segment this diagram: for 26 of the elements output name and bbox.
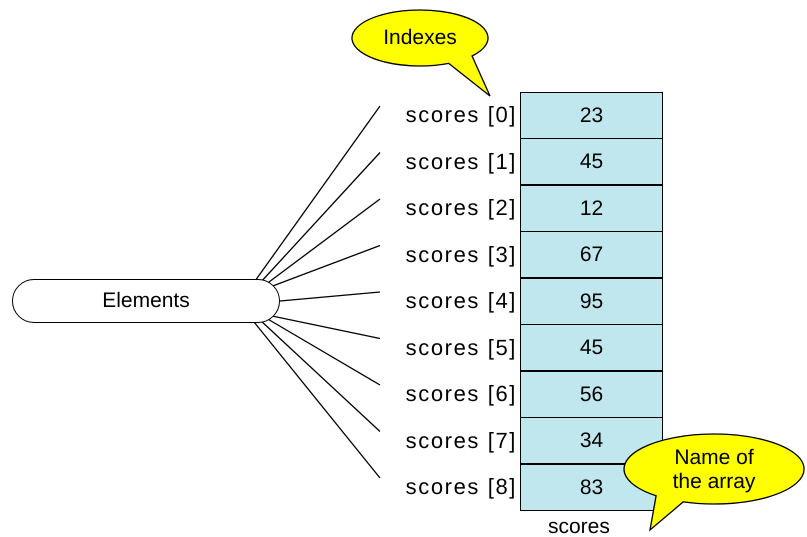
index-label: scores [6]	[380, 381, 517, 407]
array-cell: 45	[520, 324, 663, 371]
connector-line	[272, 315, 380, 340]
array-cell: 95	[520, 278, 663, 325]
array-cell: 34	[520, 417, 663, 464]
array-cell: 12	[520, 185, 663, 232]
index-label: scores [7]	[380, 428, 517, 454]
index-label: scores [1]	[380, 148, 517, 174]
connector-line	[260, 320, 380, 432]
index-label: scores [8]	[380, 474, 517, 500]
callout-text: Name of the array	[672, 446, 756, 494]
index-label: scores [5]	[380, 334, 517, 360]
array-cell: 56	[520, 371, 663, 418]
connector-line	[254, 106, 381, 282]
array-cell: 45	[520, 138, 663, 185]
connector-line	[280, 291, 380, 302]
array-cell: 23	[520, 92, 663, 139]
connector-line	[254, 322, 380, 478]
index-label: scores [0]	[380, 102, 517, 128]
index-label: scores [2]	[380, 195, 517, 221]
terminal-box: Elements	[12, 279, 280, 323]
index-label: scores [3]	[380, 242, 517, 268]
array-name: scores	[548, 515, 610, 537]
array-cell: 67	[520, 231, 663, 278]
index-label: scores [4]	[380, 288, 517, 314]
callout-text: Indexes	[382, 26, 458, 50]
